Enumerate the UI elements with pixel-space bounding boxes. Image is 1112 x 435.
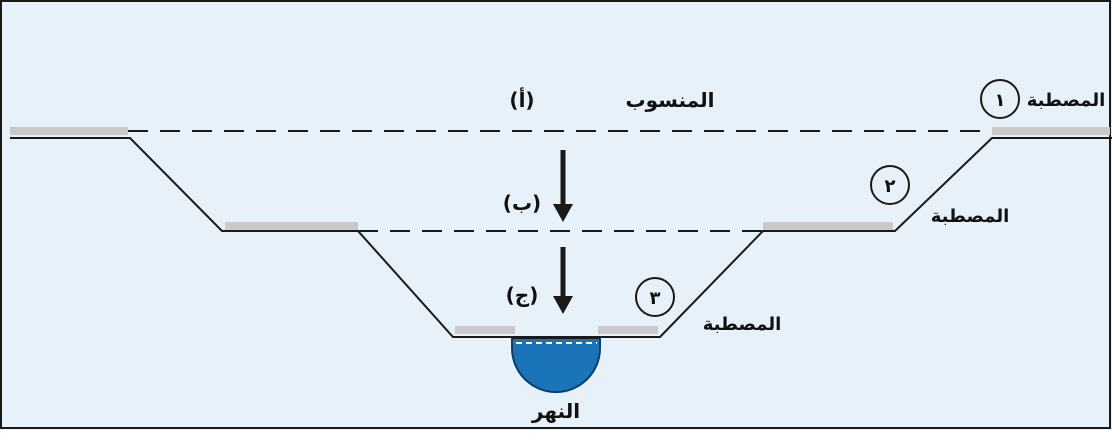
terrace-3-number-circle (635, 277, 675, 317)
terrace-1-right-highlight (992, 127, 1110, 135)
downcutting-arrow-b (553, 150, 573, 222)
level-c-label: (ج) (506, 283, 539, 307)
terrace-2-number: ٢ (885, 176, 896, 197)
terrace-3-left-highlight (455, 326, 515, 334)
terrace-1-number: ١ (995, 90, 1006, 111)
level-b-label: (ب) (503, 191, 541, 215)
terrace-2-left-highlight (225, 222, 358, 230)
downcutting-arrow-c (553, 247, 573, 314)
terrace-2-label: المصطبة (931, 206, 1010, 227)
terrace-1-number-circle (980, 79, 1020, 119)
terrace-3-label: المصطبة (703, 314, 782, 335)
terrace-2-number-circle (870, 165, 910, 205)
level-title-label: المنسوب (626, 88, 715, 112)
level-a-label: (أ) (509, 86, 534, 112)
river-channel (511, 337, 601, 393)
terrace-1-label: المصطبة (1027, 90, 1106, 111)
terrace-1-left-highlight (10, 127, 128, 135)
terrace-2-right-highlight (763, 222, 893, 230)
river-label: النهر (531, 399, 580, 423)
terrace-3-right-highlight (598, 326, 658, 334)
terrace-3-number: ٣ (650, 288, 661, 309)
